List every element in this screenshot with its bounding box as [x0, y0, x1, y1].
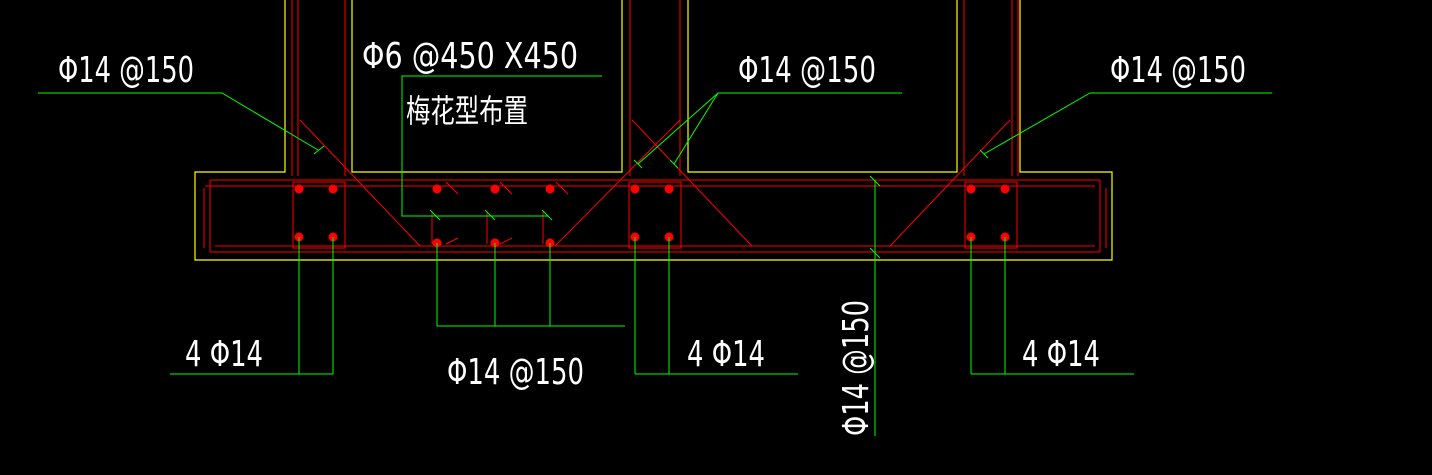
leader-tick [869, 247, 881, 259]
leader-mesh-branch [429, 209, 441, 221]
diagonal-bar [631, 119, 753, 247]
leader-tick [669, 159, 679, 169]
leader-top-right [983, 92, 1272, 155]
stirrup-mid [628, 181, 682, 249]
rebar-dot [1000, 184, 1010, 194]
rebar-dot [432, 184, 442, 194]
leader-top-mid [637, 92, 902, 165]
slab-outline [194, 0, 1113, 261]
label-bars-mid: 4 Φ14 [687, 334, 765, 375]
rebar-dot [294, 184, 304, 194]
rebar-dot [630, 184, 640, 194]
leader-tick [633, 159, 643, 169]
label-bar-top-right: Φ14 @150 [1110, 50, 1246, 91]
diagonal-bar [299, 119, 421, 247]
label-bars-left: 4 Φ14 [185, 334, 263, 375]
diagonal-bar [889, 119, 1011, 247]
annotations: Φ14 @150 Φ6 @450 X450 梅花型布置 Φ14 @150 Φ14… [58, 36, 1246, 436]
leader-tick [869, 175, 881, 187]
leader-mesh-branch [541, 209, 553, 221]
label-bar-top-mid: Φ14 @150 [738, 50, 876, 91]
leader-mesh [401, 75, 602, 217]
leader-top-mid-2 [673, 92, 719, 165]
tie-bar-tick [555, 181, 569, 195]
rebar-dot [490, 184, 500, 194]
diagonal-bar [554, 119, 681, 247]
rebar-dot [328, 184, 338, 194]
label-bars-right: 4 Φ14 [1022, 334, 1100, 375]
label-bar-bottom-mid: Φ14 @150 [447, 352, 584, 393]
wall-left-inner [351, 0, 623, 173]
leader-mesh-branch [484, 209, 496, 221]
label-bar-vertical: Φ14 @150 [836, 300, 877, 436]
leader-tick [979, 149, 989, 159]
rebar-lines [203, 0, 1107, 253]
stirrup-right [964, 181, 1018, 249]
leader-lines [38, 75, 1272, 436]
rebar-dot [545, 184, 555, 194]
tie-bar-tick [499, 237, 513, 245]
leader-top-left [38, 92, 319, 151]
tie-bar-tick [445, 237, 459, 245]
label-mesh-spec: Φ6 @450 X450 [362, 36, 578, 77]
tie-bar-tick [445, 181, 459, 195]
label-mesh-layout: 梅花型布置 [406, 92, 528, 130]
tie-bar-tick [499, 181, 513, 195]
label-bar-top-left: Φ14 @150 [58, 50, 194, 91]
stirrup-left [292, 181, 346, 249]
wall-right-inner [687, 0, 958, 173]
concrete-outline [194, 0, 1113, 261]
leader-tick [313, 145, 325, 155]
rebar-dot [664, 184, 674, 194]
rebar-dot [966, 184, 976, 194]
